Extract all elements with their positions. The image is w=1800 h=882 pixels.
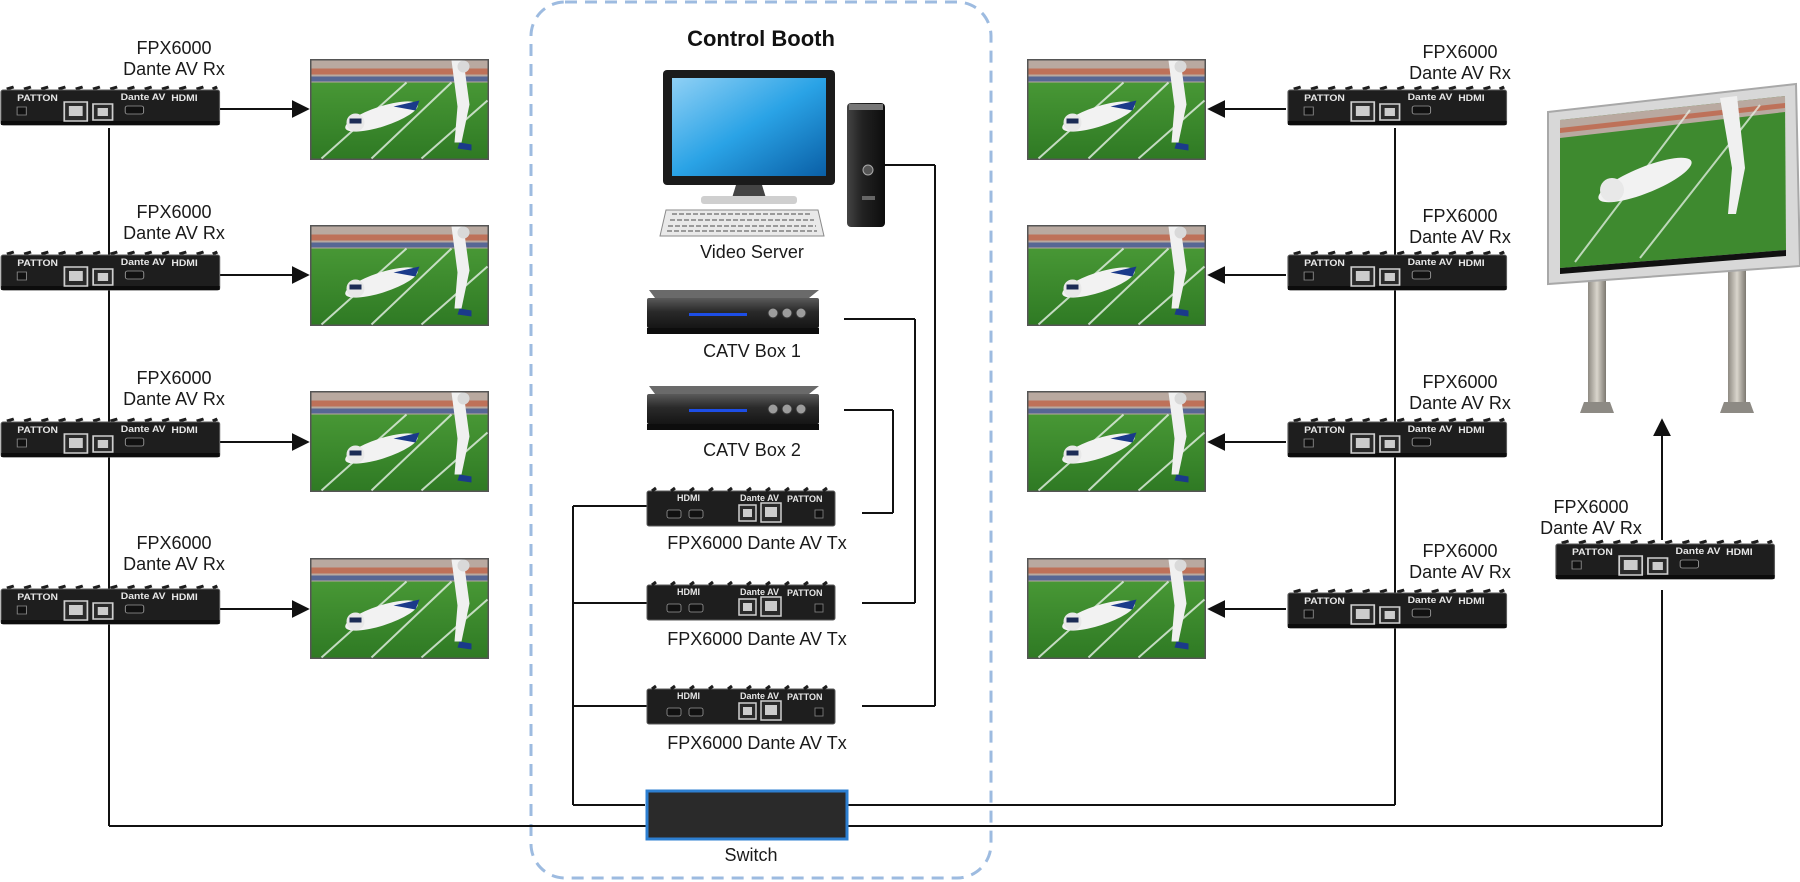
left-display-1 (310, 59, 489, 160)
transmitter-3: FPX6000 Dante AV Tx (645, 684, 847, 753)
left-receiver-1: FPX6000 Dante AV Rx (0, 38, 225, 127)
svg-text:Dante AV Rx: Dante AV Rx (123, 389, 225, 409)
svg-text:FPX6000 Dante AV Tx: FPX6000 Dante AV Tx (667, 629, 846, 649)
left-display-2 (310, 225, 489, 326)
stadium-billboard (1547, 82, 1800, 413)
right-display-1 (1027, 59, 1206, 160)
control-booth-region (529, 0, 993, 880)
control-booth-title: Control Booth (687, 26, 835, 51)
svg-text:Video Server: Video Server (700, 242, 804, 262)
right-display-3 (1027, 391, 1206, 492)
svg-text:Dante AV Rx: Dante AV Rx (1540, 518, 1642, 538)
network-switch: Switch (645, 789, 849, 865)
svg-text:Dante AV Rx: Dante AV Rx (1409, 393, 1511, 413)
right-display-4 (1027, 558, 1206, 659)
right-receiver-4: FPX6000 Dante AV Rx (1286, 541, 1511, 630)
left-display-4 (310, 558, 489, 659)
right-display-2 (1027, 225, 1206, 326)
billboard-receiver: FPX6000 Dante AV Rx (1540, 497, 1777, 581)
svg-text:Dante AV Rx: Dante AV Rx (1409, 227, 1511, 247)
svg-text:Dante AV Rx: Dante AV Rx (1409, 63, 1511, 83)
svg-text:CATV Box 2: CATV Box 2 (703, 440, 801, 460)
svg-text:Dante AV Rx: Dante AV Rx (123, 223, 225, 243)
svg-text:FPX6000: FPX6000 (136, 368, 211, 388)
svg-text:FPX6000: FPX6000 (136, 202, 211, 222)
svg-text:Dante AV Rx: Dante AV Rx (1409, 562, 1511, 582)
left-receiver-4: FPX6000 Dante AV Rx (0, 533, 225, 626)
svg-text:FPX6000: FPX6000 (136, 38, 211, 58)
svg-text:Dante AV Rx: Dante AV Rx (123, 554, 225, 574)
svg-text:FPX6000: FPX6000 (1422, 372, 1497, 392)
right-receiver-3: FPX6000 Dante AV Rx (1286, 372, 1511, 459)
transmitter-2: FPX6000 Dante AV Tx (645, 580, 847, 649)
video-server: Video Server (659, 70, 885, 262)
left-receiver-3: FPX6000 Dante AV Rx (0, 368, 225, 459)
svg-text:FPX6000 Dante AV Tx: FPX6000 Dante AV Tx (667, 533, 846, 553)
svg-text:Dante AV Rx: Dante AV Rx (123, 59, 225, 79)
catv-box-2: CATV Box 2 (646, 385, 820, 460)
right-receiver-1: FPX6000 Dante AV Rx (1286, 42, 1511, 127)
transmitter-1: FPX6000 Dante AV Tx (645, 486, 847, 553)
left-receiver-2: FPX6000 Dante AV Rx (0, 202, 225, 292)
svg-text:Switch: Switch (724, 845, 777, 865)
svg-text:FPX6000: FPX6000 (1422, 541, 1497, 561)
right-receiver-2: FPX6000 Dante AV Rx (1286, 206, 1511, 292)
left-display-3 (310, 391, 489, 492)
svg-text:CATV Box 1: CATV Box 1 (703, 341, 801, 361)
svg-text:FPX6000: FPX6000 (1422, 42, 1497, 62)
svg-text:FPX6000: FPX6000 (136, 533, 211, 553)
catv-box-1: CATV Box 1 (646, 289, 820, 361)
svg-text:FPX6000: FPX6000 (1553, 497, 1628, 517)
svg-text:FPX6000 Dante AV Tx: FPX6000 Dante AV Tx (667, 733, 846, 753)
svg-text:FPX6000: FPX6000 (1422, 206, 1497, 226)
network-wiring (108, 100, 1671, 827)
